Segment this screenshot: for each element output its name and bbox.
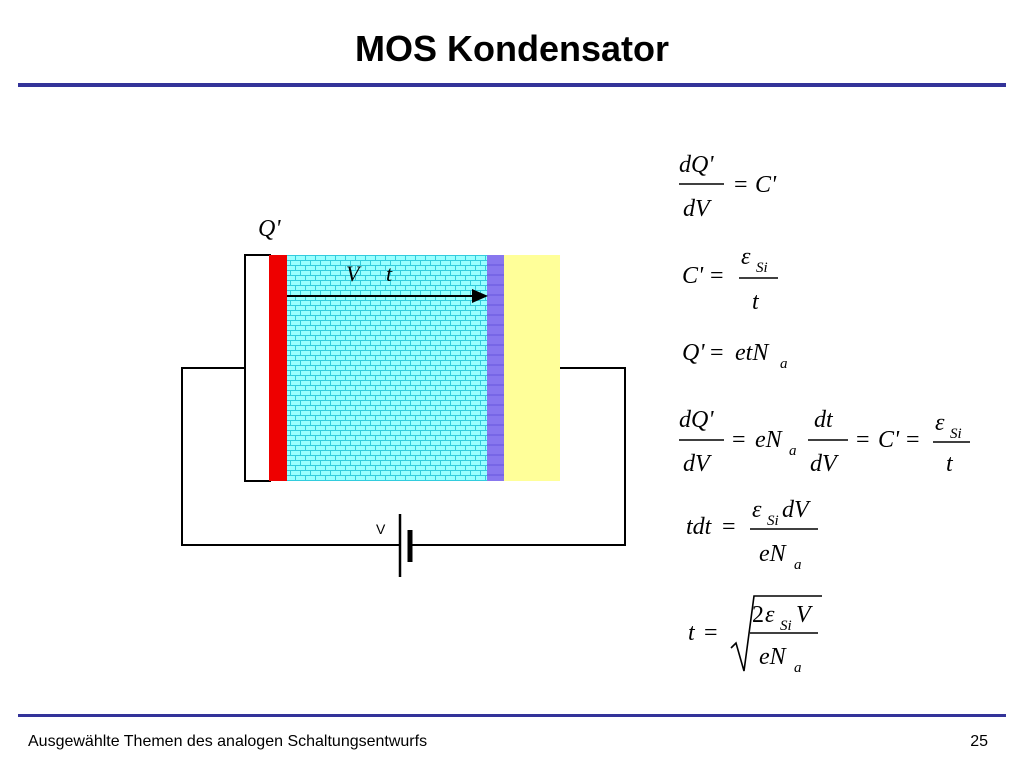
battery-label: V [376, 521, 386, 537]
depletion-edge-pattern [487, 264, 504, 476]
svg-text:ε: ε [752, 497, 762, 523]
svg-text:dV: dV [683, 451, 712, 477]
svg-text:t: t [946, 451, 954, 477]
voltage-label: V [346, 261, 362, 286]
svg-text:2: 2 [752, 602, 764, 628]
svg-text:dV: dV [810, 451, 839, 477]
svg-text:dQ': dQ' [679, 407, 714, 433]
svg-text:=: = [734, 172, 748, 198]
svg-text:V: V [796, 602, 813, 628]
footer-course-title: Ausgewählte Themen des analogen Schaltun… [28, 733, 428, 750]
title-divider [18, 83, 1006, 87]
svg-text:=: = [710, 263, 724, 289]
svg-text:=: = [732, 427, 746, 453]
svg-text:C': C' [755, 172, 777, 198]
depletion-edge-layer [487, 255, 504, 481]
thickness-arrow-head [472, 289, 488, 303]
circuit-wire-left [181, 367, 400, 546]
svg-text:a: a [789, 443, 797, 459]
equation-3: Q' = etN a [682, 340, 788, 372]
svg-text:Si: Si [767, 513, 779, 529]
svg-text:tdt: tdt [686, 514, 713, 540]
circuit-wire-right [410, 367, 626, 546]
substrate-region [504, 255, 560, 481]
thickness-label: t [386, 261, 393, 286]
equation-4: dQ' dV = eN a dt dV = C' = ε Si t [679, 407, 970, 477]
svg-text:t: t [688, 620, 696, 646]
svg-text:=: = [710, 340, 724, 366]
svg-text:ε: ε [765, 602, 775, 628]
svg-text:C': C' [682, 263, 704, 289]
svg-text:Q': Q' [682, 340, 705, 366]
svg-text:eN: eN [759, 644, 788, 670]
footer-divider [18, 714, 1006, 717]
svg-text:dt: dt [814, 407, 834, 433]
page-number: 25 [970, 733, 988, 750]
depletion-region [287, 255, 487, 481]
slide-title: MOS Kondensator [354, 28, 669, 69]
svg-text:etN: etN [735, 340, 770, 366]
svg-text:dQ': dQ' [679, 152, 714, 178]
metal-gate-layer [269, 255, 287, 481]
svg-text:Si: Si [780, 618, 792, 634]
equation-5: tdt = ε Si dV eN a [686, 497, 818, 573]
equation-2: C' = ε Si t [682, 244, 778, 315]
svg-text:eN: eN [755, 427, 784, 453]
svg-text:eN: eN [759, 541, 788, 567]
svg-text:C': C' [878, 427, 900, 453]
equation-1: dQ' dV = C' [679, 152, 777, 222]
svg-text:=: = [856, 427, 870, 453]
svg-text:ε: ε [741, 244, 751, 270]
svg-text:=: = [906, 427, 920, 453]
svg-text:a: a [794, 660, 802, 676]
svg-text:dV: dV [782, 497, 811, 523]
svg-text:ε: ε [935, 410, 945, 436]
svg-text:t: t [752, 289, 760, 315]
svg-text:a: a [780, 356, 788, 372]
svg-text:dV: dV [683, 196, 712, 222]
svg-text:Si: Si [756, 260, 768, 276]
equation-6: t = 2 ε Si V eN a [688, 595, 822, 676]
svg-text:Si: Si [950, 426, 962, 442]
gate-insulator-outline [244, 254, 271, 482]
svg-text:a: a [794, 557, 802, 573]
charge-label: Q' [258, 216, 281, 242]
svg-text:=: = [722, 514, 736, 540]
svg-text:=: = [704, 620, 718, 646]
